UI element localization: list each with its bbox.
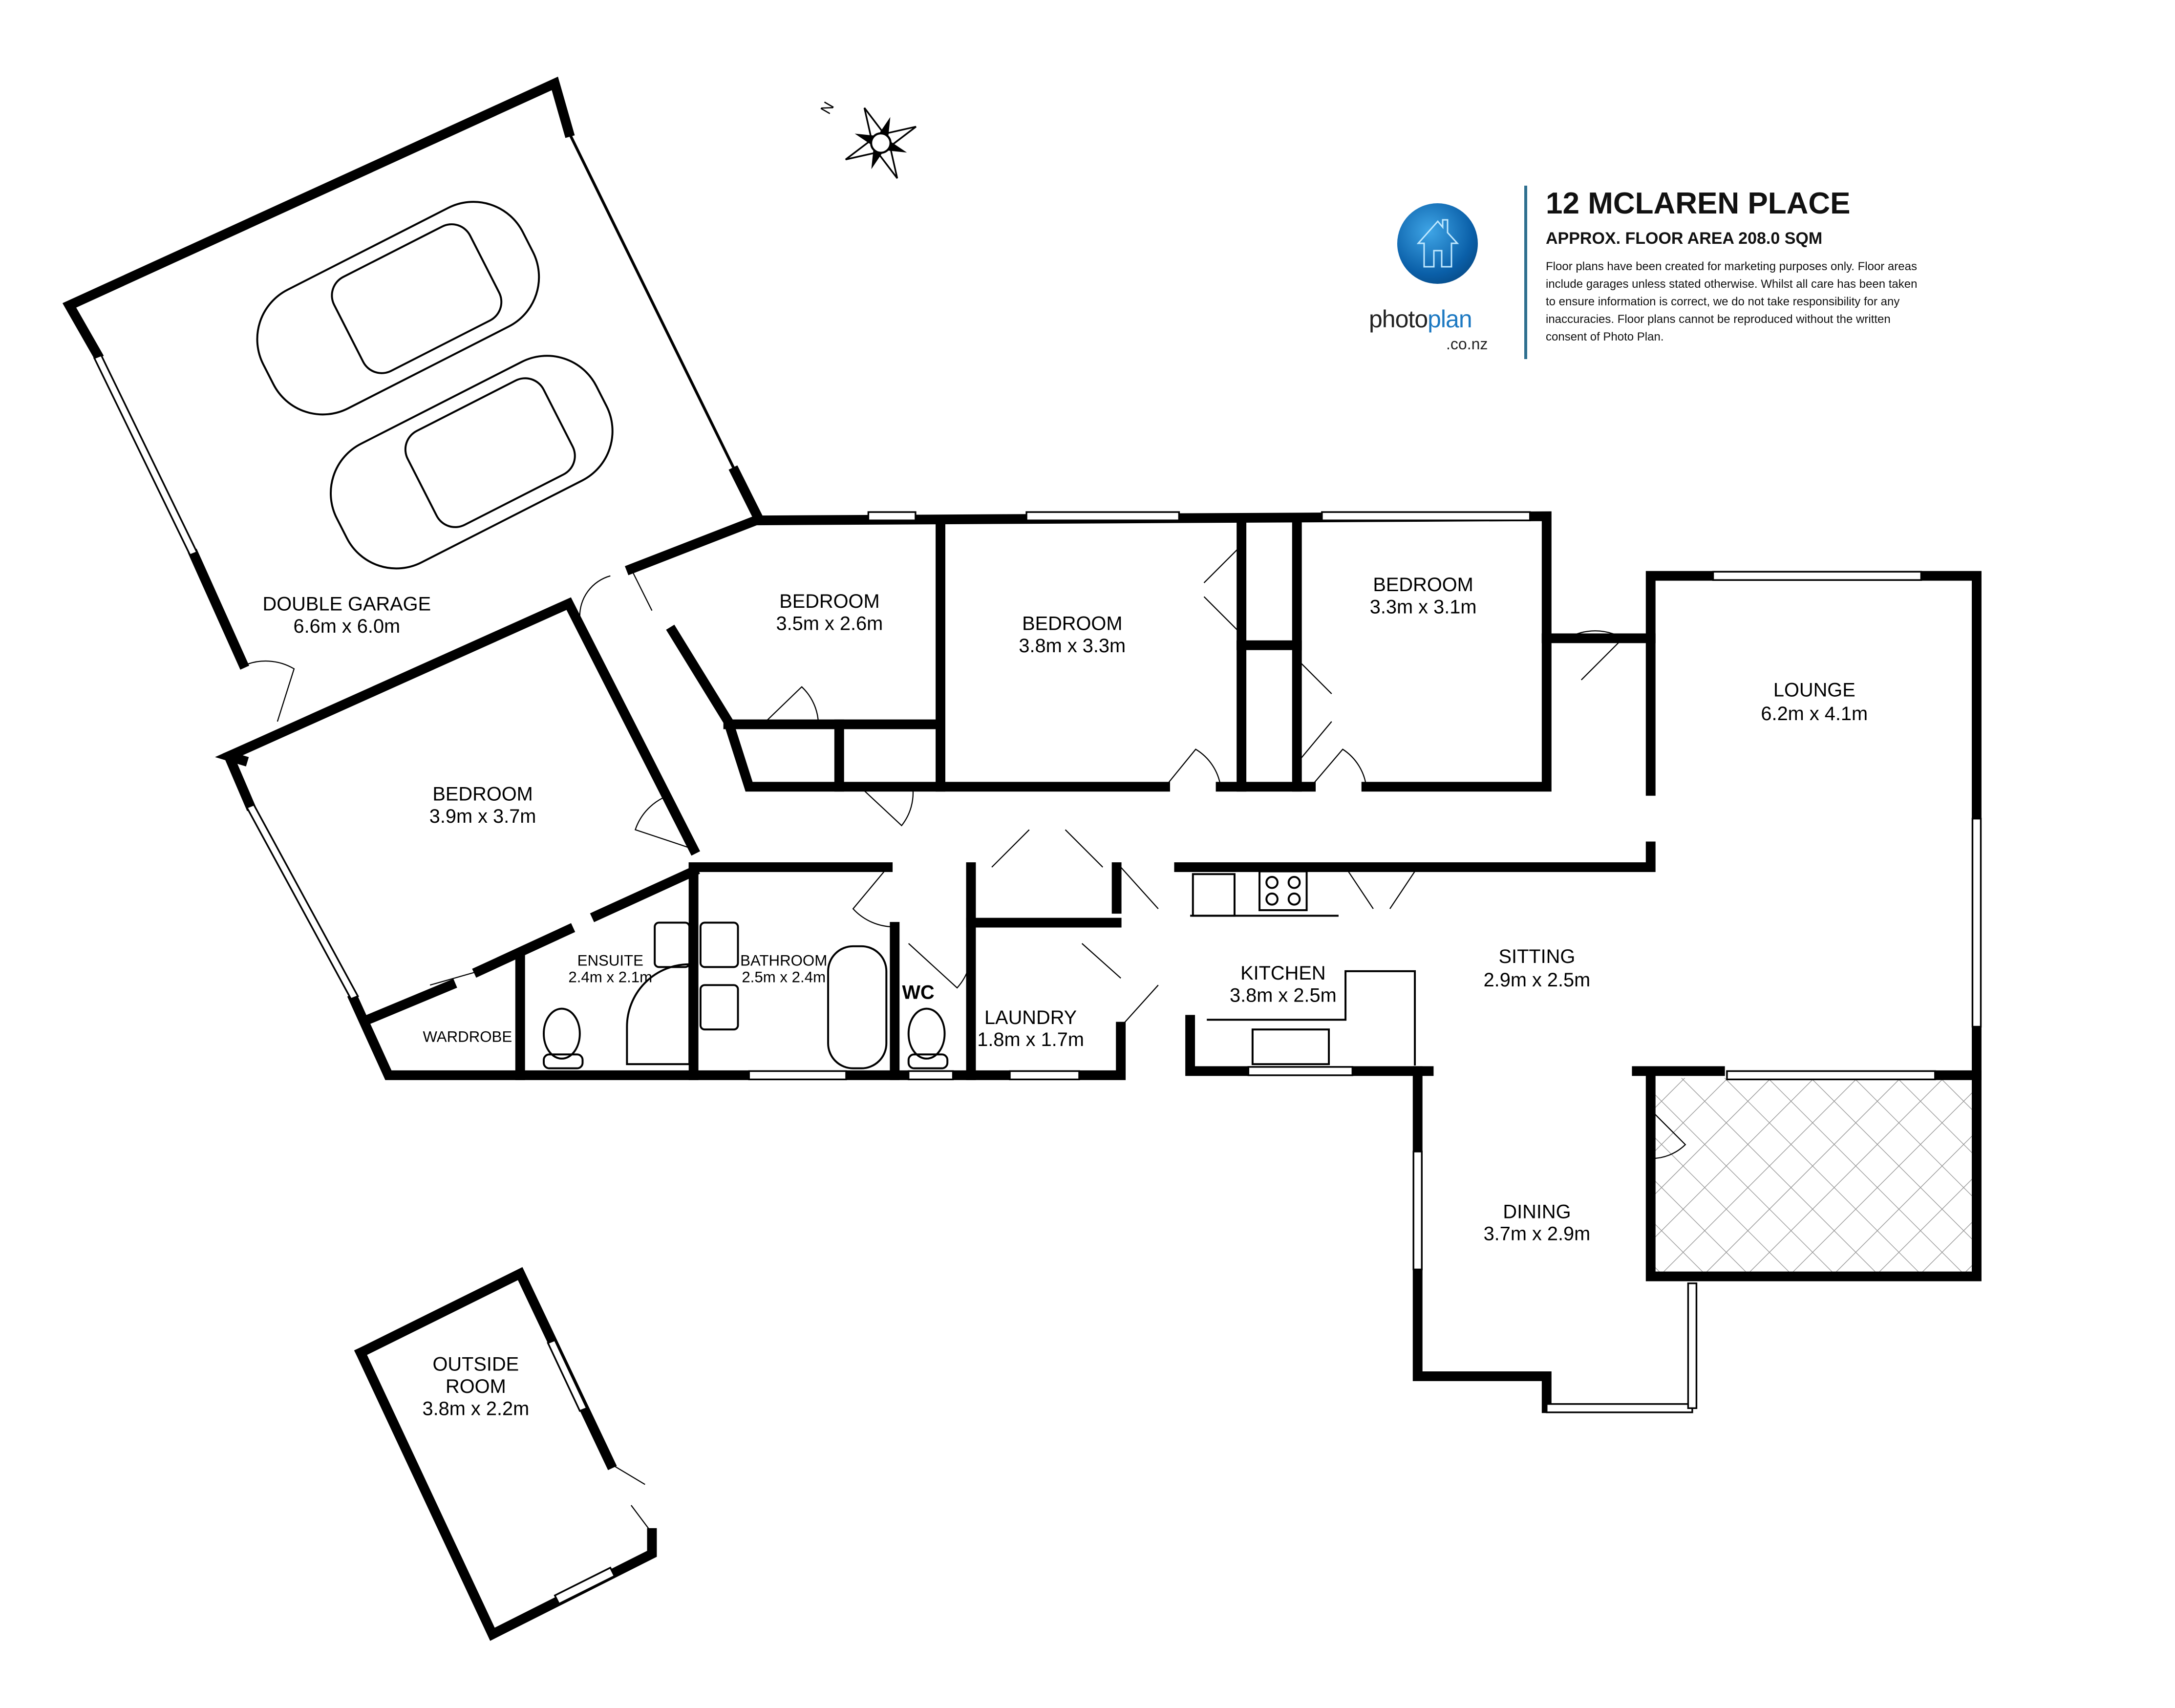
bedroom4-name: BEDROOM (1373, 574, 1473, 596)
wc-name: WC (902, 982, 934, 1003)
windows (93, 354, 1982, 1605)
bedroom2-name: BEDROOM (779, 591, 879, 612)
ensuite-size: 2.4m x 2.1m (568, 969, 652, 986)
bathtub (827, 945, 888, 1069)
doors (242, 548, 1686, 1534)
outside-room-size: 3.8m x 2.2m (423, 1398, 530, 1419)
divider (1524, 186, 1527, 359)
bedroom2-size: 3.5m x 2.6m (776, 613, 883, 634)
laundry-size: 1.8m x 1.7m (977, 1029, 1084, 1050)
ensuite-vanity (654, 921, 691, 968)
car-icon (256, 201, 540, 416)
bedroom3-name: BEDROOM (1022, 613, 1122, 634)
garage-size: 6.6m x 6.0m (293, 616, 400, 637)
bathroom-size: 2.5m x 2.4m (742, 969, 826, 986)
compass-north-label: N (817, 99, 838, 117)
garage-name: DOUBLE GARAGE (263, 594, 431, 615)
bedroom3-size: 3.8m x 3.3m (1019, 635, 1126, 657)
sitting-size: 2.9m x 2.5m (1484, 969, 1591, 991)
deck (1655, 1078, 1974, 1275)
property-title: 12 MCLAREN PLACE (1546, 187, 1851, 220)
brand-logo-text: photoplan (1369, 305, 1472, 333)
lounge-name: LOUNGE (1773, 680, 1855, 701)
disclaimer: Floor plans have been created for market… (1546, 260, 1918, 343)
toilet-icon (907, 1007, 946, 1060)
compass-rose-icon: N (817, 99, 917, 179)
house-logo-icon (1397, 203, 1478, 284)
lounge-size: 6.2m x 4.1m (1761, 703, 1868, 725)
bedroom4-size: 3.3m x 3.1m (1370, 596, 1477, 618)
bedroom1-name: BEDROOM (432, 784, 533, 805)
kitchen-size: 3.8m x 2.5m (1230, 984, 1337, 1006)
wardrobe-name: WARDROBE (423, 1028, 512, 1046)
brand-domain: .co.nz (1446, 335, 1488, 353)
stove-icon (1258, 870, 1308, 911)
room-labels: DOUBLE GARAGE 6.6m x 6.0m BEDROOM 3.9m x… (263, 574, 1868, 1420)
bathroom-basin (699, 921, 739, 968)
fixtures (256, 201, 1416, 1069)
floor-area: APPROX. FLOOR AREA 208.0 SQM (1546, 229, 1823, 248)
outside-room-name-1: OUTSIDE (433, 1354, 519, 1375)
sink-icon (1251, 1028, 1330, 1066)
dining-size: 3.7m x 2.9m (1484, 1223, 1591, 1245)
bedroom1-size: 3.9m x 3.7m (429, 806, 536, 827)
laundry-name: LAUNDRY (984, 1007, 1077, 1028)
info-panel: photoplan .co.nz 12 MCLAREN PLACE APPROX… (1358, 166, 1935, 371)
shower (626, 963, 691, 1066)
bathroom-name: BATHROOM (740, 952, 827, 969)
outside-room-name-2: ROOM (446, 1376, 506, 1397)
toilet-icon (543, 1007, 581, 1060)
fridge (1192, 873, 1236, 917)
kitchen-name: KITCHEN (1240, 962, 1325, 984)
dining-name: DINING (1503, 1201, 1571, 1222)
ensuite-name: ENSUITE (577, 952, 643, 969)
bathroom-basin (699, 984, 739, 1031)
sitting-name: SITTING (1499, 946, 1576, 967)
car-icon (330, 355, 614, 570)
